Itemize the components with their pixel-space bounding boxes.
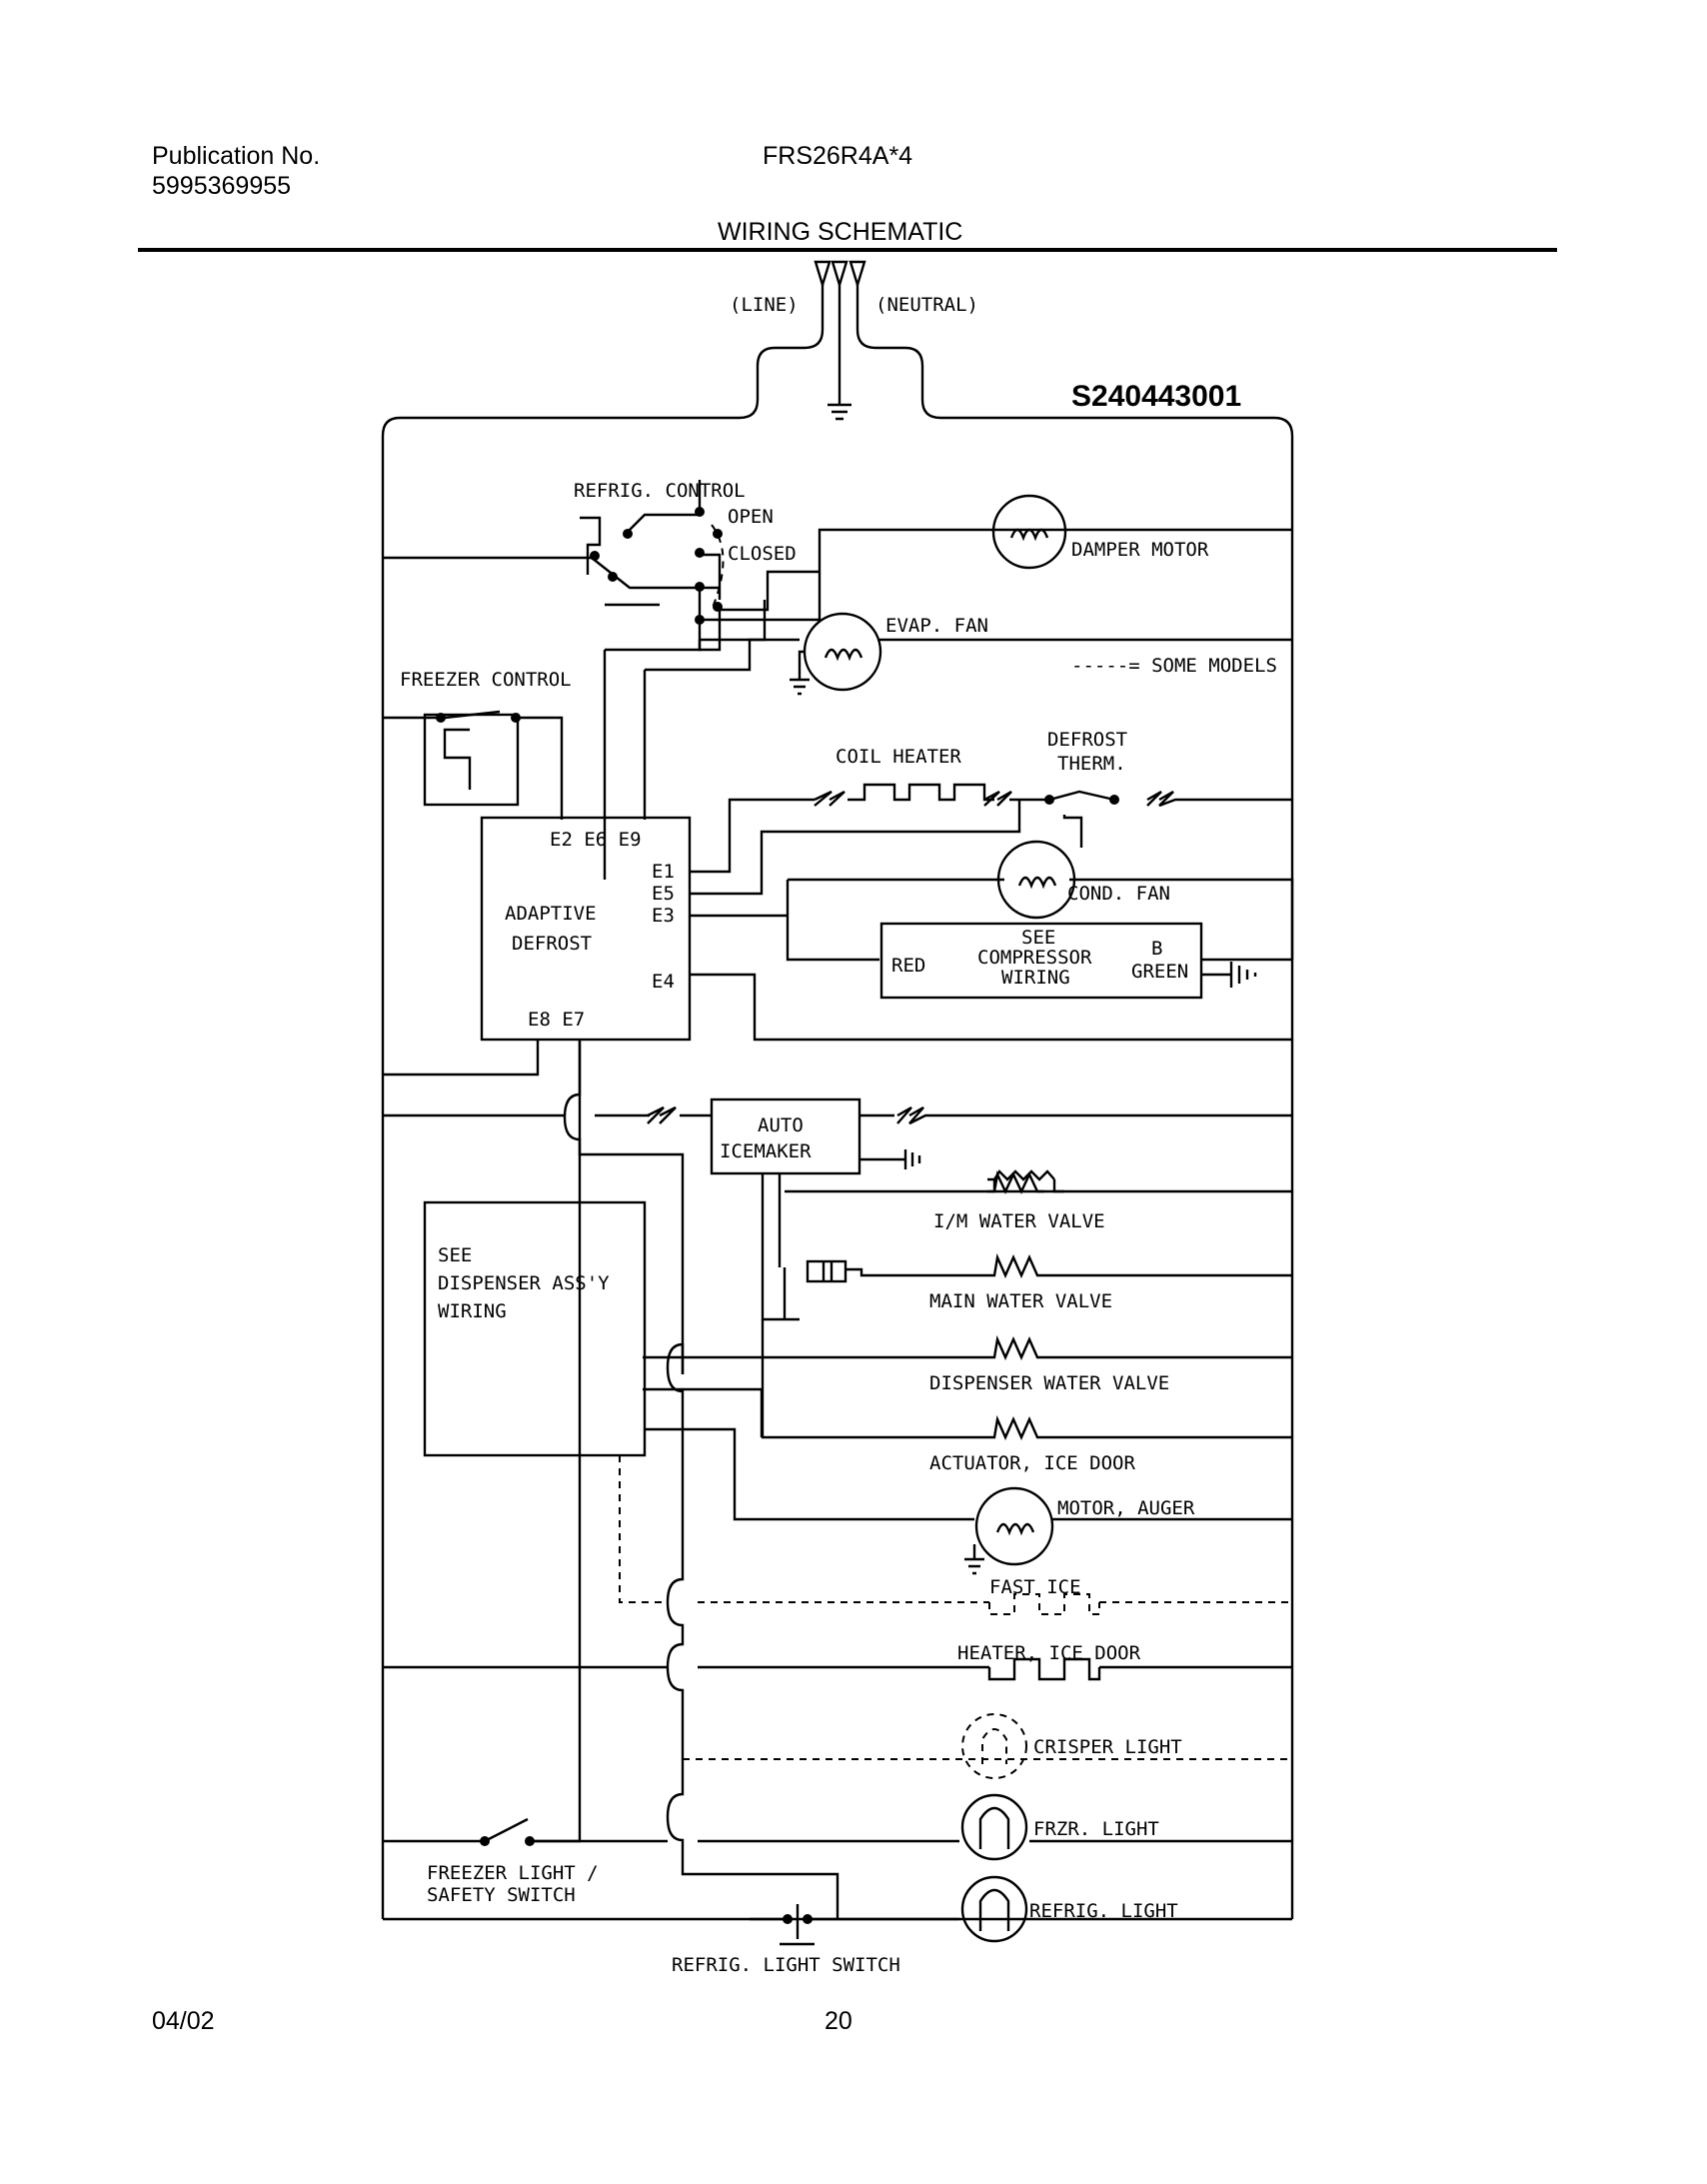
title-rule	[138, 248, 1557, 252]
see-dispenser-box	[423, 1200, 647, 1457]
evap-fan-circuit	[603, 612, 1292, 880]
closed-label: CLOSED	[728, 543, 797, 565]
damper-motor-icon	[991, 494, 1067, 570]
see-dispenser-label-1: SEE	[438, 1244, 472, 1266]
red-wire-label: RED	[891, 955, 925, 977]
auto-icemaker-label-1: AUTO	[758, 1114, 804, 1136]
terminal-e4: E4	[652, 971, 675, 993]
freezer-light-switch-label-1: FREEZER LIGHT /	[427, 1862, 599, 1884]
adaptive-terminals-bottom: E8 E7	[528, 1009, 585, 1031]
refrig-light-switch-label: REFRIG. LIGHT SWITCH	[672, 1954, 900, 1976]
motor-auger-icon	[964, 1486, 1292, 1575]
auto-icemaker-label-2: ICEMAKER	[720, 1140, 812, 1162]
fast-ice-label: FAST ICE	[989, 1576, 1081, 1598]
motor-auger-label: MOTOR, AUGER	[1057, 1497, 1195, 1519]
adaptive-terminals-top: E2 E6 E9	[550, 829, 642, 851]
footer-date: 04/02	[152, 2007, 215, 2035]
some-models-legend: -----= SOME MODELS	[1071, 655, 1277, 677]
adaptive-defrost-label-2: DEFROST	[512, 933, 592, 955]
refrig-control	[383, 480, 1292, 652]
supply-lines	[381, 260, 1294, 1921]
publication-number: 5995369955	[152, 172, 292, 200]
coil-heater-label: COIL HEATER	[836, 746, 961, 768]
cond-fan-label: COND. FAN	[1067, 883, 1170, 905]
lights	[383, 1713, 1292, 1943]
refrig-light-switch	[750, 1904, 838, 1946]
part-number: S240443001	[1071, 380, 1241, 413]
cond-fan-circuit	[690, 840, 1294, 1042]
terminal-e1: E1	[652, 861, 675, 883]
damper-motor-label: DAMPER MOTOR	[1071, 539, 1209, 561]
line-label: (LINE)	[730, 294, 799, 316]
b-terminal-label: B	[1151, 938, 1162, 960]
actuator-ice-door-label: ACTUATOR, ICE DOOR	[929, 1452, 1135, 1474]
see-compressor-label-2: COMPRESSOR	[977, 947, 1092, 969]
freezer-control	[383, 710, 564, 820]
frzr-light-label: FRZR. LIGHT	[1033, 1818, 1159, 1840]
publication-label: Publication No.	[152, 142, 321, 170]
green-wire-label: GREEN	[1131, 961, 1188, 983]
see-dispenser-label-2: DISPENSER ASS'Y	[438, 1272, 610, 1294]
defrost-therm-label-1: DEFROST	[1047, 729, 1127, 751]
terminal-e3: E3	[652, 905, 675, 927]
crisper-light-label: CRISPER LIGHT	[1033, 1736, 1182, 1758]
see-dispenser-label-3: WIRING	[438, 1300, 507, 1322]
freezer-light-switch	[480, 1040, 582, 1846]
refrig-control-label: REFRIG. CONTROL	[574, 480, 746, 502]
model-number: FRS26R4A*4	[763, 142, 913, 170]
adaptive-defrost-label-1: ADAPTIVE	[505, 903, 597, 925]
icemaker-circuit	[383, 1040, 1292, 1374]
water-valves	[643, 1170, 1292, 1440]
dispenser-wiring	[383, 1342, 1292, 1919]
adaptive-defrost-box	[480, 816, 692, 1042]
page-number: 20	[825, 2007, 853, 2035]
neutral-label: (NEUTRAL)	[875, 294, 978, 316]
evap-fan-label: EVAP. FAN	[885, 615, 988, 637]
refrig-light-label: REFRIG. LIGHT	[1029, 1900, 1178, 1922]
im-water-valve-label: I/M WATER VALVE	[933, 1210, 1105, 1232]
freezer-control-label: FREEZER CONTROL	[400, 669, 572, 691]
open-label: OPEN	[728, 506, 774, 528]
see-compressor-label-3: WIRING	[1001, 967, 1070, 989]
main-water-valve-label: MAIN WATER VALVE	[929, 1290, 1112, 1312]
page-title: WIRING SCHEMATIC	[718, 218, 963, 246]
freezer-light-switch-label-2: SAFETY SWITCH	[427, 1884, 576, 1906]
see-compressor-label-1: SEE	[1021, 927, 1055, 949]
dispenser-water-valve-label: DISPENSER WATER VALVE	[929, 1372, 1169, 1394]
heater-ice-door-label: HEATER, ICE DOOR	[957, 1642, 1141, 1664]
defrost-circuit	[690, 783, 1292, 896]
defrost-therm-label-2: THERM.	[1057, 753, 1126, 775]
terminal-e5: E5	[652, 883, 675, 905]
